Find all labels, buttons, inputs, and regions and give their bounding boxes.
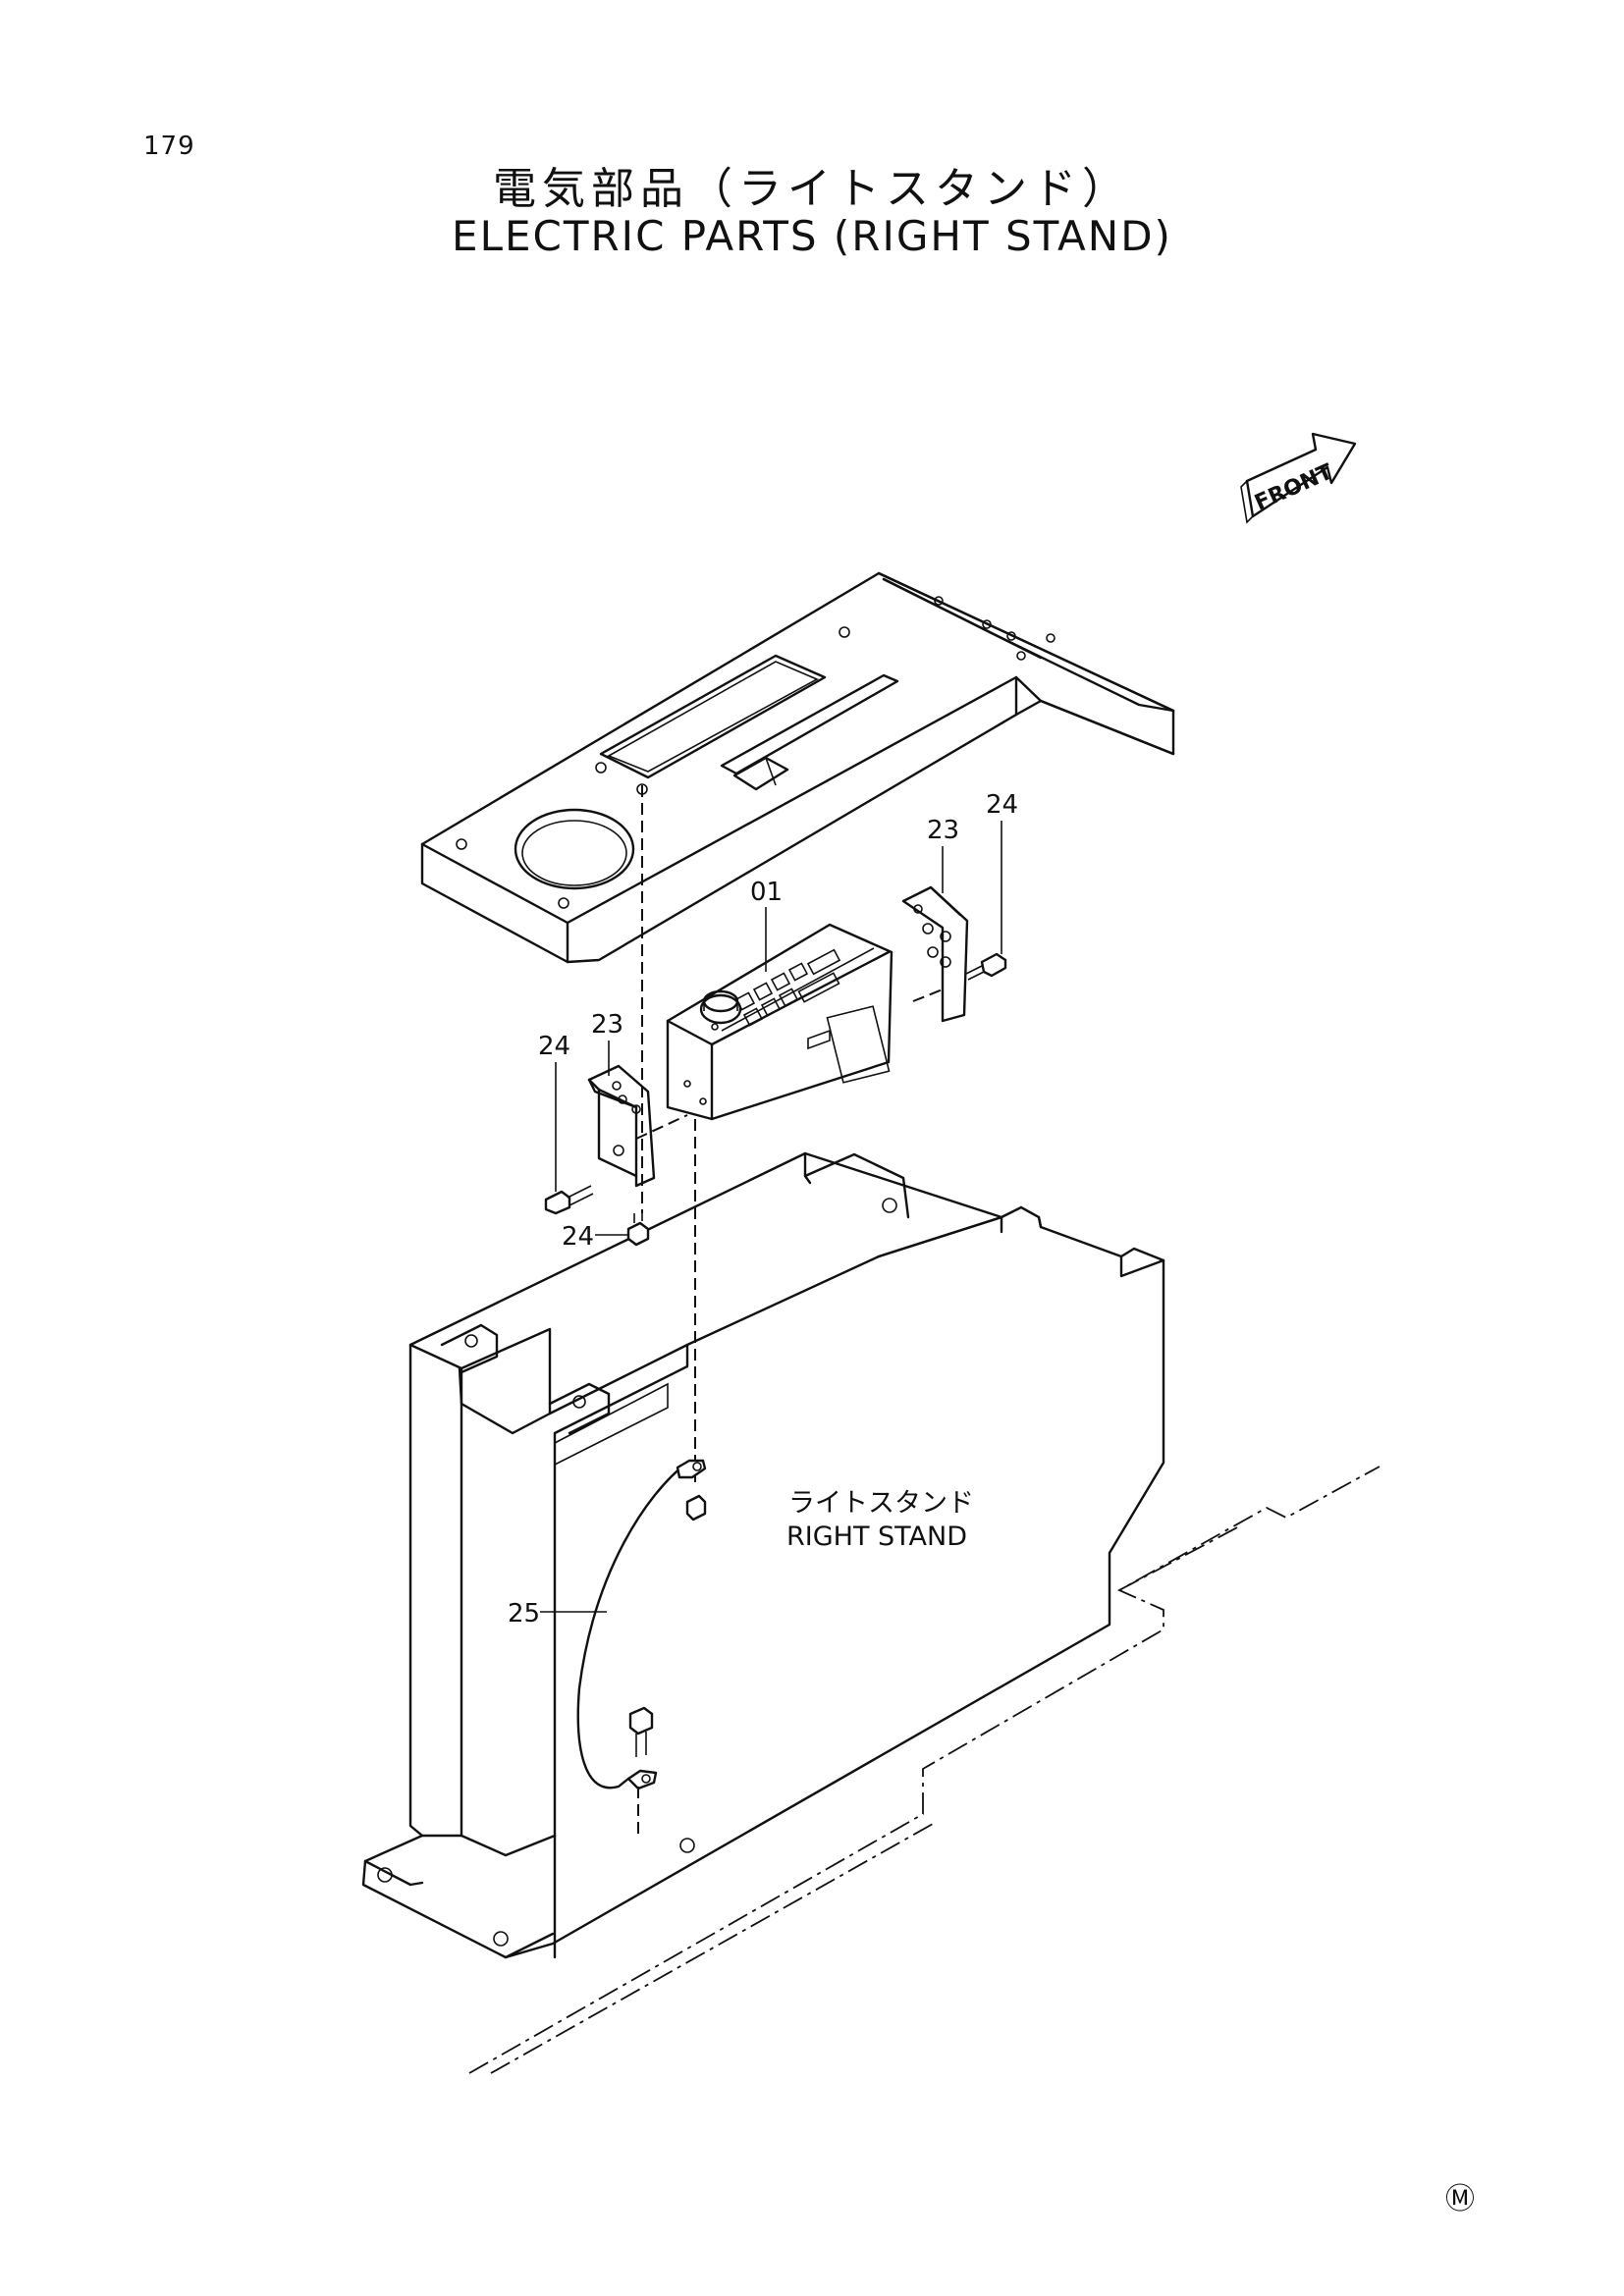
assembly-line-right [912, 988, 944, 1002]
front-arrow-icon: FRONT [1240, 432, 1357, 524]
assembly-line-left [635, 1114, 688, 1140]
screw-bottom [626, 1209, 650, 1247]
callout-24-right: 24 [986, 790, 1018, 954]
base-frame-outline [468, 1466, 1380, 2074]
bracket-right [901, 885, 969, 1023]
svg-text:24: 24 [562, 1222, 594, 1252]
callout-23-right: 23 [927, 816, 959, 893]
manual-mark: Ⓜ [1445, 2182, 1475, 2216]
page-number: 179 [143, 132, 195, 161]
ground-cable [576, 1459, 707, 1836]
callout-24-left: 24 [538, 1032, 570, 1192]
callout-24-bottom: 24 [562, 1222, 628, 1252]
stand-label-en: RIGHT STAND [786, 1522, 967, 1552]
svg-text:24: 24 [538, 1032, 570, 1061]
title-japanese: 電気部品（ライトスタンド） [493, 164, 1131, 214]
screw-right [965, 952, 1007, 981]
svg-text:25: 25 [508, 1599, 540, 1629]
bracket-left [587, 1064, 656, 1188]
svg-text:23: 23 [591, 1010, 623, 1040]
svg-text:23: 23 [927, 816, 959, 845]
callout-01: 01 [750, 878, 783, 972]
stand-top-plate [420, 571, 1175, 964]
svg-text:01: 01 [750, 878, 783, 907]
right-stand-body [361, 1151, 1165, 1959]
callout-23-left: 23 [591, 1010, 623, 1076]
screw-left [544, 1185, 594, 1215]
controller-unit [666, 923, 893, 1121]
stand-label-jp: ライトスタンド [788, 1488, 974, 1519]
title-english: ELECTRIC PARTS (RIGHT STAND) [452, 212, 1172, 260]
callout-25: 25 [508, 1599, 607, 1629]
svg-text:24: 24 [986, 790, 1018, 820]
